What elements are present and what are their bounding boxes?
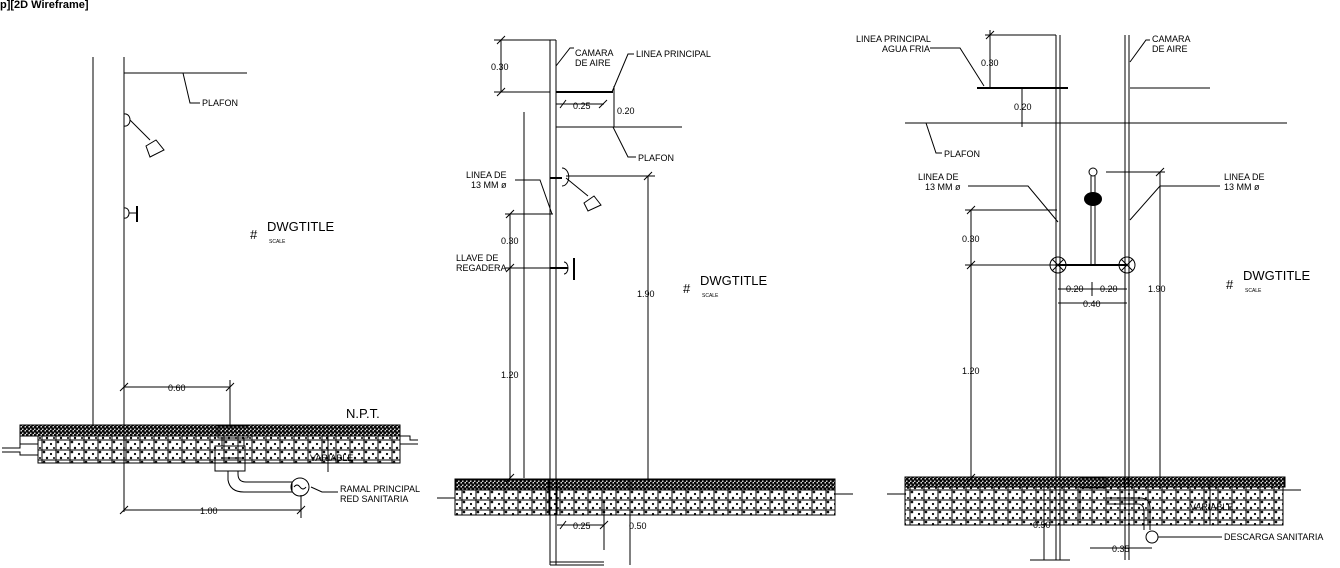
right-valve-icon xyxy=(1118,256,1136,274)
linea-de-left-label-2: 13 MM ø xyxy=(925,182,961,192)
variable-label: VARIABLE xyxy=(310,453,353,463)
floor-finish-layer xyxy=(454,478,836,491)
camara-label-2: DE AIRE xyxy=(1152,44,1188,54)
dim-025-bottom-label: 0.25 xyxy=(573,521,591,531)
ramal-label-1: RAMAL PRINCIPAL xyxy=(340,484,420,494)
linea-principal-label: LINEA PRINCIPAL xyxy=(636,49,711,59)
dim-020-top-label: 0.20 xyxy=(1014,102,1032,112)
drawing-title: DWGTITLE xyxy=(1243,268,1310,283)
camara-leader xyxy=(555,47,574,67)
linea-principal-leader xyxy=(930,47,985,87)
dim-030-label: 0.30 xyxy=(501,236,519,246)
camara-leader xyxy=(1129,39,1150,63)
floor-finish-layer xyxy=(19,424,401,437)
drawing-scale: SCALE xyxy=(702,293,719,299)
floor-drain-icon xyxy=(1079,477,1159,544)
linea-principal-label-2: AGUA FRIA xyxy=(882,44,930,54)
linea-de-label-1: LINEA DE xyxy=(466,170,507,180)
dim-100-label: 1.00 xyxy=(200,506,218,516)
npt-label: N.P.T. xyxy=(346,406,380,421)
dim-190-label: 1.90 xyxy=(1148,284,1166,294)
dim-025-top-label: 0.25 xyxy=(573,101,591,111)
title-symbol: # xyxy=(250,227,258,242)
ramal-leader xyxy=(310,486,338,493)
dim-040-label: 0.40 xyxy=(1083,299,1101,309)
dim-190-label: 1.90 xyxy=(637,289,655,299)
dim-020-label: 0.20 xyxy=(617,106,635,116)
dim-120-label: 1.20 xyxy=(501,370,519,380)
linea-de-left-leader xyxy=(968,185,1059,223)
linea-principal-leader xyxy=(611,53,634,93)
linea-de-right-label-1: LINEA DE xyxy=(1224,172,1265,182)
linea-de-right-label-2: 13 MM ø xyxy=(1224,182,1260,192)
left-valve-icon xyxy=(1049,256,1067,274)
shower-head-icon xyxy=(1084,167,1102,265)
plafon-leader xyxy=(925,122,942,154)
camara-label-1: CAMARA xyxy=(1152,34,1191,44)
dim-050-label: 0.50 xyxy=(1033,520,1051,530)
shower-head-icon xyxy=(123,113,165,158)
plafon-leader xyxy=(612,126,636,158)
dim-030-top-label: 0.30 xyxy=(981,58,999,68)
linea-de-left-label-1: LINEA DE xyxy=(918,172,959,182)
linea-de-leader xyxy=(515,179,553,215)
dim-030-top-label: 0.30 xyxy=(491,62,509,72)
shower-valve-icon xyxy=(550,258,575,280)
shower-head-icon xyxy=(550,167,602,212)
dim-020-b-label: 0.20 xyxy=(1100,284,1118,294)
floor-slab xyxy=(904,486,1284,526)
detail-2-shower-elevation: 0.30 CAMARA DE AIRE LINEA PRINCIPAL 0.25… xyxy=(437,35,853,566)
variable-label: VARIABLE xyxy=(1190,502,1233,512)
dim-060-label: 0.60 xyxy=(168,383,186,393)
plafon-label: PLAFON xyxy=(944,149,980,159)
floor-drain-icon xyxy=(214,425,310,497)
dim-030-label: 0.30 xyxy=(962,234,980,244)
descarga-label: DESCARGA SANITARIA xyxy=(1224,532,1323,542)
plafon-label: PLAFON xyxy=(202,98,238,108)
llave-label-2: REGADERA xyxy=(456,263,507,273)
dim-050-label: 0.50 xyxy=(629,521,647,531)
drawing-scale: SCALE xyxy=(1245,288,1262,294)
drawing-title: DWGTITLE xyxy=(267,219,334,234)
shower-valve-icon xyxy=(123,206,138,222)
viewport-label[interactable]: p][2D Wireframe] xyxy=(0,0,89,11)
dim-120-label: 1.20 xyxy=(962,366,980,376)
ramal-label-2: RED SANITARIA xyxy=(340,494,408,504)
linea-de-label-2: 13 MM ø xyxy=(471,180,507,190)
plafon-leader xyxy=(182,72,200,104)
plafon-label: PLAFON xyxy=(638,153,674,163)
llave-label-1: LLAVE DE xyxy=(456,253,498,263)
floor-slab xyxy=(454,489,836,516)
title-symbol: # xyxy=(1226,277,1234,292)
camara-label-1: CAMARA xyxy=(575,48,614,58)
dim-035-label: 0.35 xyxy=(1112,544,1130,554)
detail-3-shower-elevation: LINEA PRINCIPAL AGUA FRIA 0.30 CAMARA DE… xyxy=(856,30,1323,561)
dim-020-a-label: 0.20 xyxy=(1066,284,1084,294)
drawing-title: DWGTITLE xyxy=(700,273,767,288)
drawing-scale: SCALE xyxy=(269,239,286,245)
floor-slab xyxy=(37,435,401,464)
linea-principal-label-1: LINEA PRINCIPAL xyxy=(856,34,931,44)
camara-label-2: DE AIRE xyxy=(575,58,611,68)
title-symbol: # xyxy=(683,281,691,296)
detail-1-shower-elevation: PLAFON # DWGTITLE SCALE 0.60 N.P.T. xyxy=(2,57,420,518)
linea-de-right-leader xyxy=(1129,185,1220,221)
